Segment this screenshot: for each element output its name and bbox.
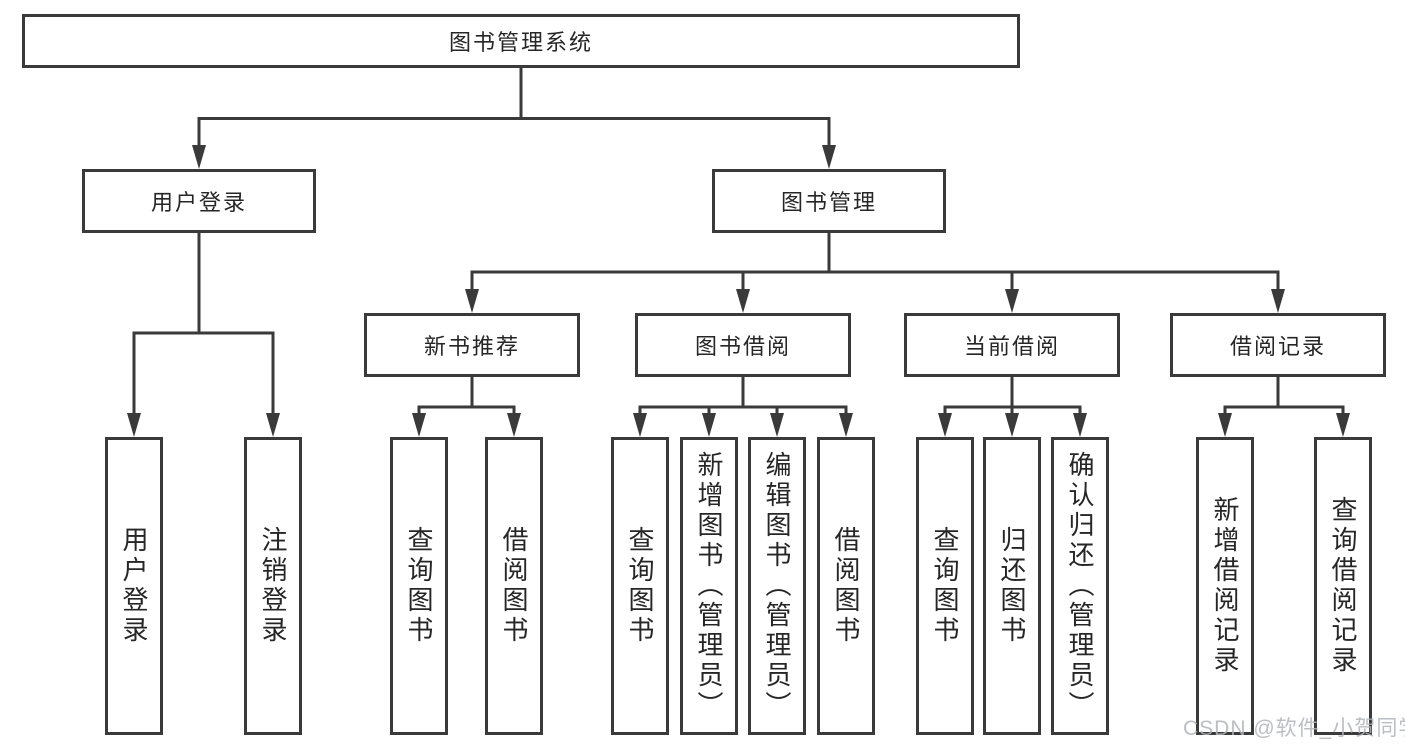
node-user-login-label: 用户登录 (150, 190, 247, 215)
leaf-confirm-return-admin-label: 确认归还（管理员） (1065, 451, 1095, 721)
node-current-borrow-label: 当前借阅 (963, 334, 1060, 359)
node-root-label: 图书管理系统 (448, 30, 593, 55)
leaf-confirm-return-admin: 确认归还（管理员） (1051, 437, 1109, 735)
leaf-add-books-admin: 新增图书（管理员） (680, 437, 738, 735)
leaf-query-borrow-record-label: 查询借阅记录 (1328, 496, 1358, 676)
leaf-query-books-recommend: 查询图书 (390, 437, 448, 735)
leaf-add-borrow-record-label: 新增借阅记录 (1210, 496, 1240, 676)
leaf-borrow-books-label: 借阅图书 (831, 526, 861, 646)
leaf-edit-books-admin: 编辑图书（管理员） (748, 437, 806, 735)
node-borrow-records-label: 借阅记录 (1229, 334, 1326, 359)
leaf-borrow-books-recommend: 借阅图书 (485, 437, 543, 735)
node-book-management: 图书管理 (712, 169, 946, 233)
node-borrow-records: 借阅记录 (1170, 313, 1386, 377)
leaf-add-borrow-record: 新增借阅记录 (1196, 437, 1254, 735)
node-book-borrow: 图书借阅 (635, 313, 851, 377)
node-book-borrow-label: 图书借阅 (694, 334, 791, 359)
leaf-logout-login: 注销登录 (244, 437, 302, 735)
node-user-login: 用户登录 (82, 169, 316, 233)
arrowhead-icons (127, 145, 1350, 437)
leaf-edit-books-admin-label: 编辑图书（管理员） (762, 451, 792, 721)
leaf-borrow-books-recommend-label: 借阅图书 (499, 526, 529, 646)
leaf-user-login-label: 用户登录 (119, 526, 149, 646)
connector-bookborrow-to-leaves (638, 375, 848, 414)
connector-records-to-leaves (1223, 375, 1345, 414)
node-new-book-recommend: 新书推荐 (364, 313, 580, 377)
leaf-query-borrow-record: 查询借阅记录 (1314, 437, 1372, 735)
leaf-query-books-current: 查询图书 (916, 437, 974, 735)
node-book-management-label: 图书管理 (780, 190, 877, 215)
node-current-borrow: 当前借阅 (904, 313, 1120, 377)
leaf-query-books-borrow: 查询图书 (611, 437, 669, 735)
connector-root-to-level2 (197, 66, 831, 146)
leaf-query-books-borrow-label: 查询图书 (625, 526, 655, 646)
leaf-borrow-books: 借阅图书 (817, 437, 875, 735)
connector-userlogin-to-leaves (132, 231, 275, 414)
leaf-return-books: 归还图书 (983, 437, 1041, 735)
csdn-watermark: CSDN @软件_小贺同学 (1183, 717, 1405, 740)
node-new-book-recommend-label: 新书推荐 (423, 334, 520, 359)
leaf-query-books-current-label: 查询图书 (930, 526, 960, 646)
connector-recommend-to-leaves (417, 375, 516, 414)
connector-currentborrow-to-leaves (943, 375, 1082, 414)
node-root: 图书管理系统 (22, 14, 1020, 68)
leaf-logout-login-label: 注销登录 (258, 526, 288, 646)
connector-bookmgmt-to-level3 (470, 231, 1280, 290)
leaf-user-login: 用户登录 (105, 437, 163, 735)
leaf-query-books-recommend-label: 查询图书 (404, 526, 434, 646)
leaf-return-books-label: 归还图书 (997, 526, 1027, 646)
leaf-add-books-admin-label: 新增图书（管理员） (694, 451, 724, 721)
